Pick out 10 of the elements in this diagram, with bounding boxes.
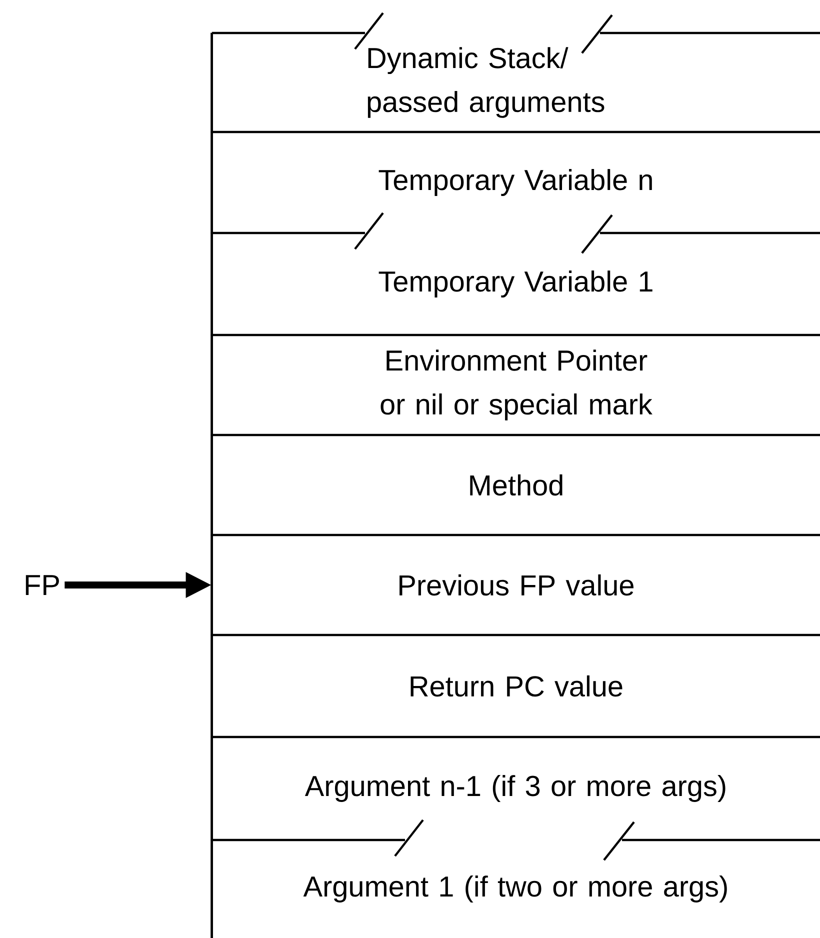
stack-slot: Return PC value	[210, 634, 622, 738]
stack-slot: Previous FP value	[210, 534, 634, 636]
stack-slot: Temporary Variable 1	[210, 232, 652, 336]
stack-slot: Environment Pointer or nil or special mark	[210, 334, 652, 436]
stack-slot: Method	[210, 434, 562, 536]
stack-slot: Temporary Variable n	[210, 132, 652, 234]
stack-slot: Argument n-1 (if 3 or more args)	[210, 736, 726, 840]
stack-slot: Argument 1 (if two or more args)	[210, 840, 727, 938]
pointer-label: FP	[26, 575, 59, 595]
stack-slot: Dynamic Stack/ passed arguments	[210, 32, 604, 132]
